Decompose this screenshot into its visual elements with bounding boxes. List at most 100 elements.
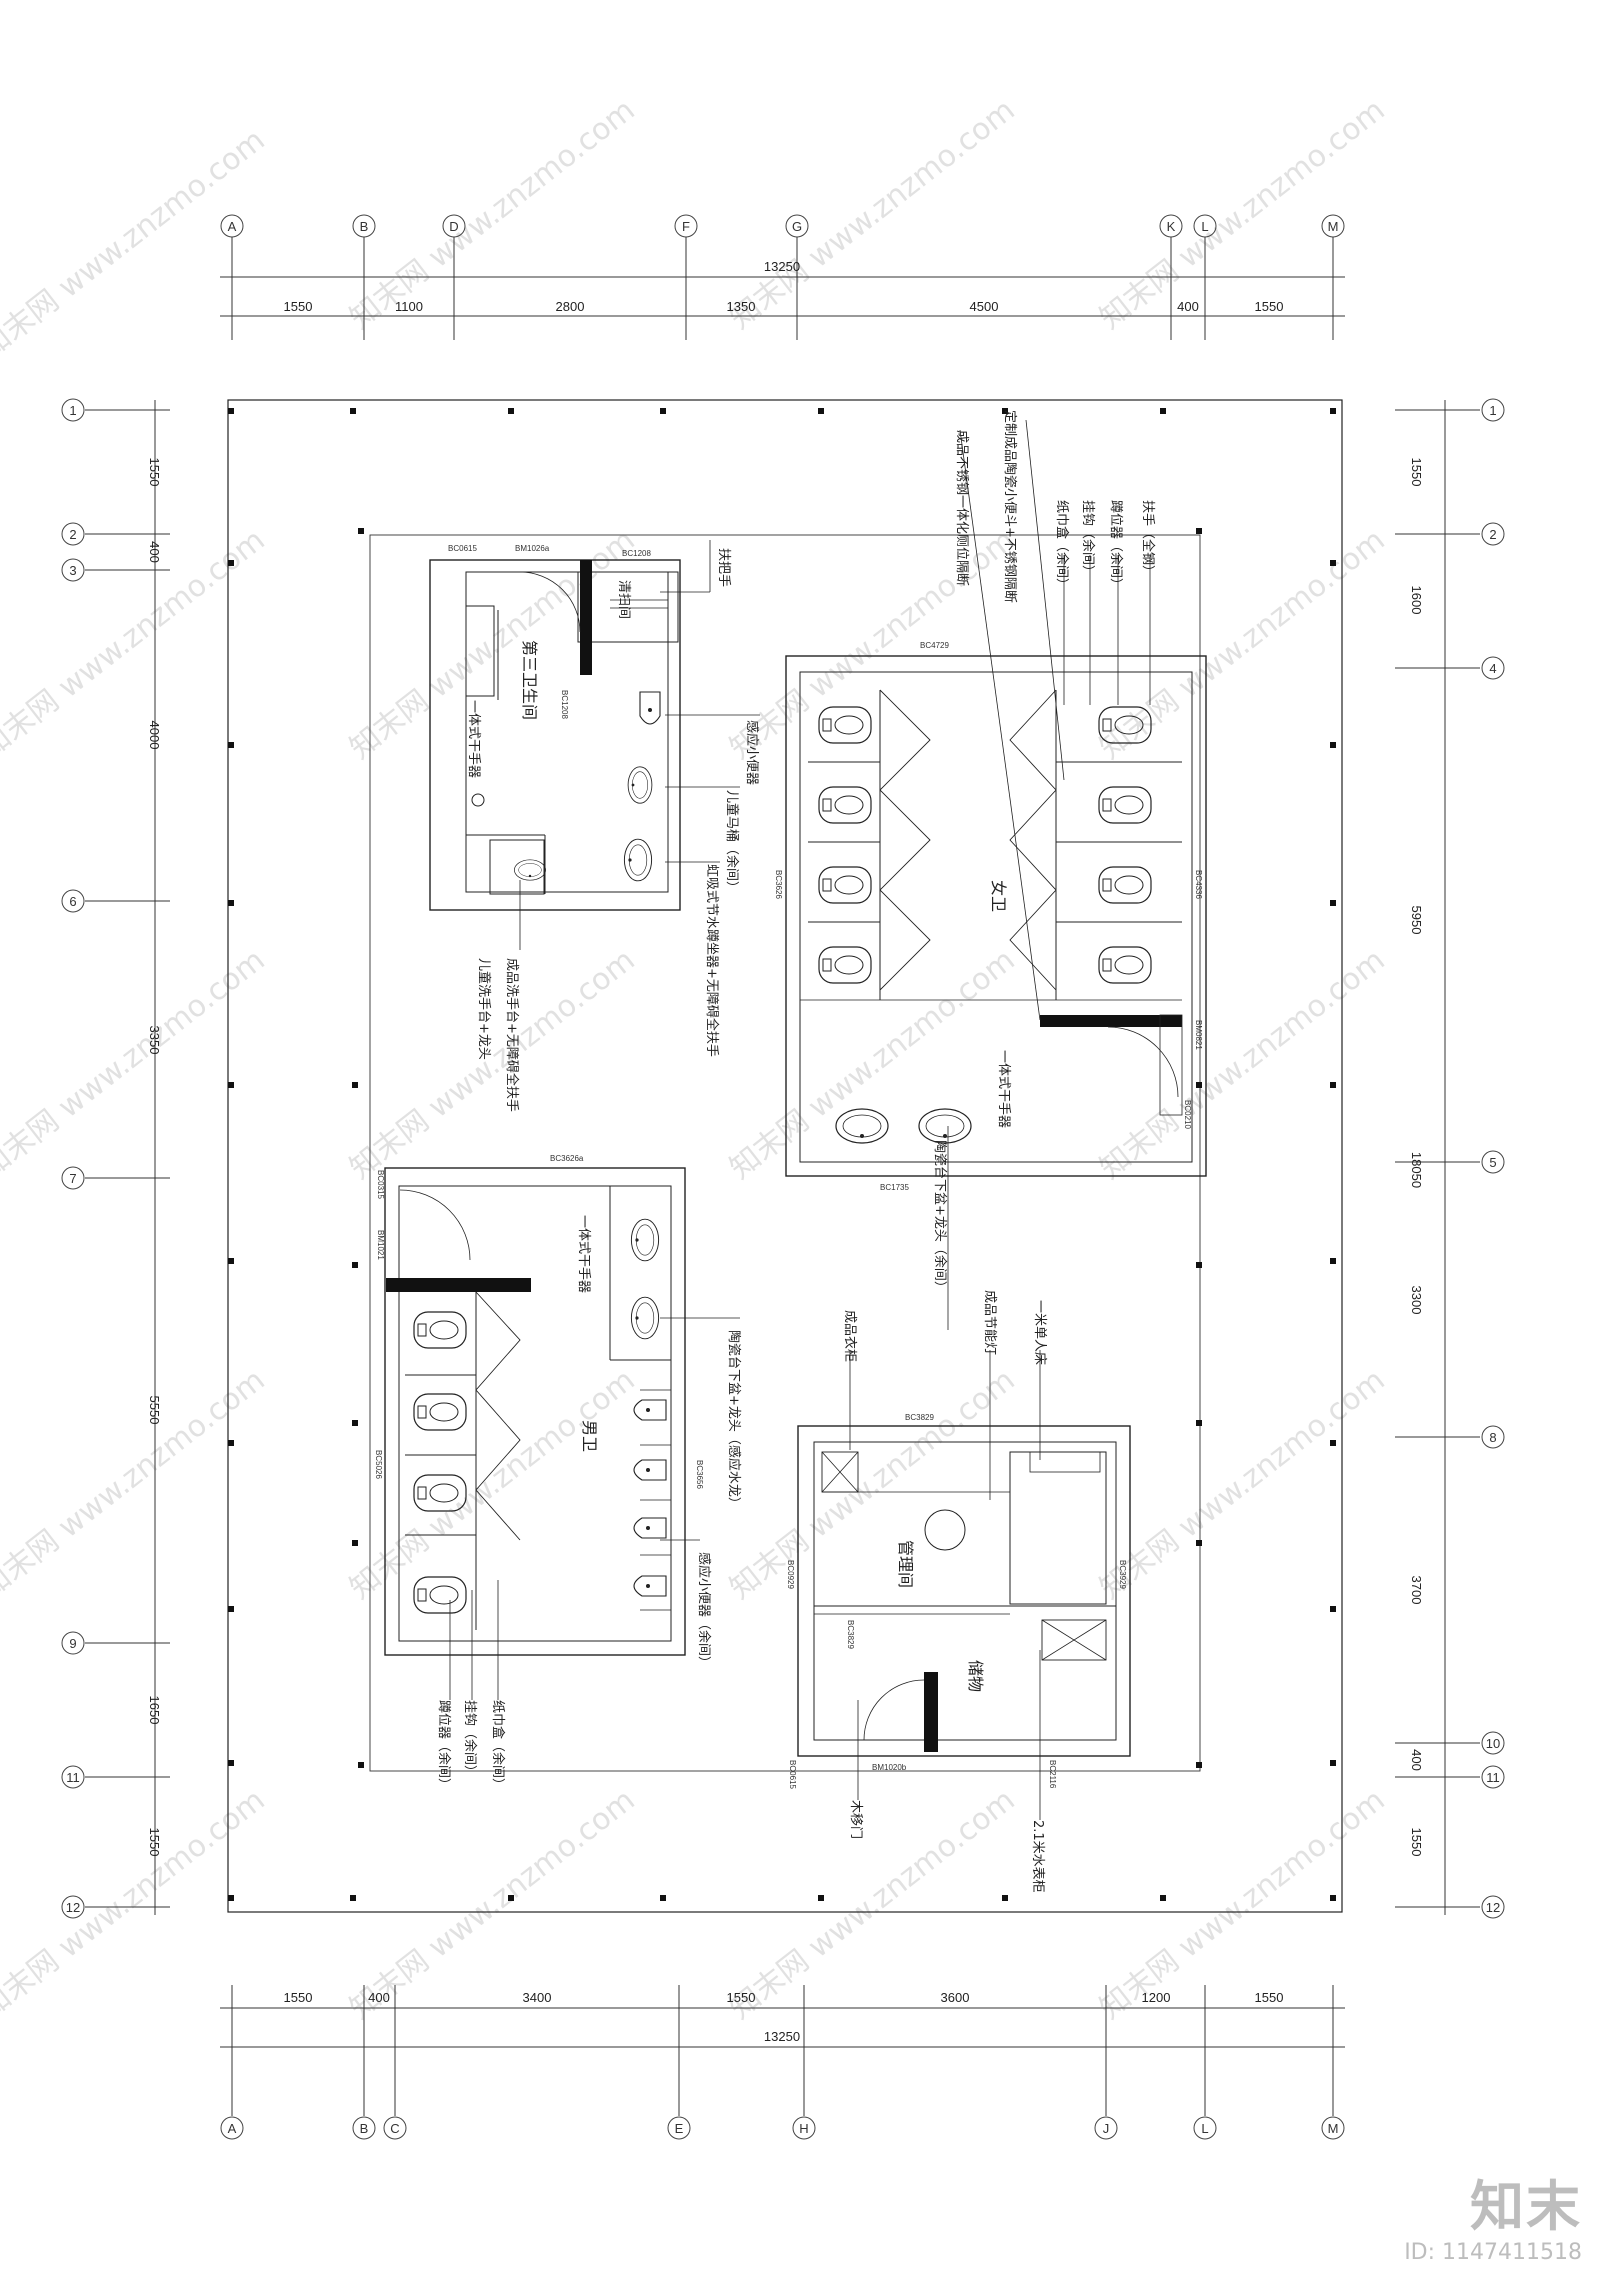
annotations: 扶把手 感应小便器 儿童马桶（余间） 虹吸式节水蹲坐器+无障碍全扶手 成品洗手台…	[436, 410, 1156, 1893]
svg-text:18050: 18050	[1409, 1152, 1424, 1188]
bottom-total-dim: 13250	[764, 2029, 800, 2044]
svg-text:A: A	[228, 219, 237, 234]
svg-text:BM1021: BM1021	[376, 1230, 385, 1260]
svg-text:BC1208: BC1208	[560, 690, 569, 719]
svg-text:12: 12	[1486, 1900, 1500, 1915]
svg-text:知末网 www.znzmo.com: 知末网 www.znzmo.com	[0, 943, 272, 1187]
svg-text:5: 5	[1489, 1155, 1496, 1170]
svg-text:蹲位器（余间）: 蹲位器（余间）	[1108, 500, 1124, 591]
svg-text:L: L	[1201, 2121, 1208, 2136]
right-axis-labels: 1 2 4 5 8 10 11 12	[1486, 403, 1500, 1915]
bottom-segment-dims: 1550 400 3400 1550 3600 1200 1550	[284, 1990, 1284, 2005]
svg-text:F: F	[682, 219, 690, 234]
svg-text:一体式干手器: 一体式干手器	[466, 700, 481, 778]
svg-text:成品节能灯: 成品节能灯	[982, 1290, 997, 1355]
svg-text:BC3656: BC3656	[695, 1460, 704, 1489]
svg-text:BC1208: BC1208	[622, 549, 651, 558]
svg-text:知末网 www.znzmo.com: 知末网 www.znzmo.com	[1093, 1783, 1391, 2027]
svg-text:BC0929: BC0929	[786, 1560, 795, 1589]
svg-text:知末网 www.znzmo.com: 知末网 www.znzmo.com	[0, 1783, 272, 2027]
svg-text:12: 12	[66, 1900, 80, 1915]
svg-text:BC0210: BC0210	[1183, 1100, 1192, 1129]
svg-text:L: L	[1201, 219, 1208, 234]
svg-text:BC2116: BC2116	[1048, 1760, 1057, 1789]
svg-text:1550: 1550	[1255, 1990, 1284, 2005]
svg-text:虹吸式节水蹲坐器+无障碍全扶手: 虹吸式节水蹲坐器+无障碍全扶手	[704, 864, 720, 1057]
column-markers	[228, 408, 1336, 1901]
svg-text:G: G	[792, 219, 802, 234]
svg-text:陶瓷台下盆+龙头（余间）: 陶瓷台下盆+龙头（余间）	[932, 1140, 948, 1294]
svg-text:1550: 1550	[1409, 458, 1424, 487]
svg-text:BC3929: BC3929	[1118, 1560, 1127, 1589]
site-boundary	[227, 399, 1343, 1913]
svg-text:木移门: 木移门	[848, 1800, 863, 1839]
svg-text:1100: 1100	[395, 299, 423, 314]
top-segment-dims: 1550 1100 2800 1350 4500 400 1550	[284, 299, 1284, 314]
svg-text:知末网 www.znzmo.com: 知末网 www.znzmo.com	[343, 943, 641, 1187]
building-outline	[369, 534, 1201, 1772]
svg-text:知末网 www.znzmo.com: 知末网 www.znzmo.com	[343, 523, 641, 767]
svg-text:E: E	[675, 2121, 684, 2136]
svg-text:知末网 www.znzmo.com: 知末网 www.znzmo.com	[0, 523, 272, 767]
svg-text:3300: 3300	[1409, 1286, 1424, 1315]
svg-text:8: 8	[1489, 1430, 1496, 1445]
leader-lines	[449, 419, 1151, 1820]
svg-text:BC4729: BC4729	[920, 641, 949, 650]
svg-text:知末网 www.znzmo.com: 知末网 www.znzmo.com	[723, 523, 1021, 767]
svg-text:11: 11	[1486, 1770, 1500, 1785]
svg-text:知末网 www.znzmo.com: 知末网 www.znzmo.com	[723, 1363, 1021, 1607]
svg-text:儿童洗手台+龙头: 儿童洗手台+龙头	[476, 958, 492, 1060]
door-tags: BC0615 BM1026a BC1208 BC1208 BC4729 BC36…	[374, 544, 1203, 1789]
svg-text:B: B	[360, 219, 369, 234]
svg-text:1650: 1650	[147, 1696, 162, 1725]
svg-text:9: 9	[69, 1636, 76, 1651]
svg-text:1600: 1600	[1409, 586, 1424, 615]
svg-text:B: B	[360, 2121, 369, 2136]
top-dimension-lines	[220, 237, 1345, 340]
svg-text:2.1米水表柜: 2.1米水表柜	[1030, 1820, 1045, 1893]
right-axis-lines	[1395, 400, 1480, 1915]
management-room	[797, 1425, 1131, 1757]
brand-logo: 知末	[1470, 2175, 1582, 2238]
bottom-axis-labels: A B C E H J L M	[228, 2121, 1339, 2136]
svg-text:BC3626a: BC3626a	[550, 1154, 584, 1163]
svg-text:知末网 www.znzmo.com: 知末网 www.znzmo.com	[1093, 93, 1391, 337]
svg-text:5950: 5950	[1409, 906, 1424, 935]
svg-text:知末网 www.znzmo.com: 知末网 www.znzmo.com	[1093, 943, 1391, 1187]
svg-text:BM1020b: BM1020b	[872, 1763, 907, 1772]
svg-text:4500: 4500	[970, 299, 999, 314]
top-total-dim: 13250	[764, 259, 800, 274]
svg-text:清扫间: 清扫间	[616, 580, 631, 619]
svg-text:K: K	[1167, 219, 1176, 234]
svg-text:4000: 4000	[147, 721, 162, 750]
svg-text:2: 2	[69, 527, 76, 542]
svg-text:BC0615: BC0615	[788, 1760, 797, 1789]
svg-text:一米单人床: 一米单人床	[1032, 1300, 1047, 1365]
right-segment-dims: 1550 1600 5950 18050 3300 3700 400 1550	[1409, 458, 1424, 1857]
svg-text:知末网 www.znzmo.com: 知末网 www.znzmo.com	[1093, 1363, 1391, 1607]
svg-text:3700: 3700	[1409, 1576, 1424, 1605]
womens-washroom	[785, 655, 1207, 1177]
svg-text:挂钩（余间）: 挂钩（余间）	[1080, 500, 1096, 578]
svg-text:1550: 1550	[147, 1828, 162, 1857]
svg-text:3600: 3600	[941, 1990, 970, 2005]
svg-text:C: C	[390, 2121, 399, 2136]
svg-text:感应小便器（余间）: 感应小便器（余间）	[696, 1552, 712, 1669]
svg-text:400: 400	[1409, 1749, 1424, 1771]
svg-text:M: M	[1328, 219, 1339, 234]
svg-text:3400: 3400	[523, 1990, 552, 2005]
svg-text:知末网 www.znzmo.com: 知末网 www.znzmo.com	[723, 943, 1021, 1187]
mens-washroom-label: 男卫	[580, 1420, 599, 1452]
svg-text:BC1735: BC1735	[880, 1183, 909, 1192]
svg-text:知末网 www.znzmo.com: 知末网 www.znzmo.com	[1093, 523, 1391, 767]
svg-text:知末网 www.znzmo.com: 知末网 www.znzmo.com	[343, 93, 641, 337]
svg-text:BC0315: BC0315	[376, 1170, 385, 1199]
svg-text:BC5026: BC5026	[374, 1450, 383, 1479]
svg-text:一体式干手器: 一体式干手器	[576, 1215, 591, 1293]
svg-text:J: J	[1103, 2121, 1110, 2136]
svg-text:M: M	[1328, 2121, 1339, 2136]
bottom-axis-bubbles	[220, 2116, 1345, 2140]
right-axis-bubbles	[1481, 398, 1505, 1919]
svg-text:1200: 1200	[1142, 1990, 1171, 2005]
svg-text:BC3829: BC3829	[905, 1413, 934, 1422]
